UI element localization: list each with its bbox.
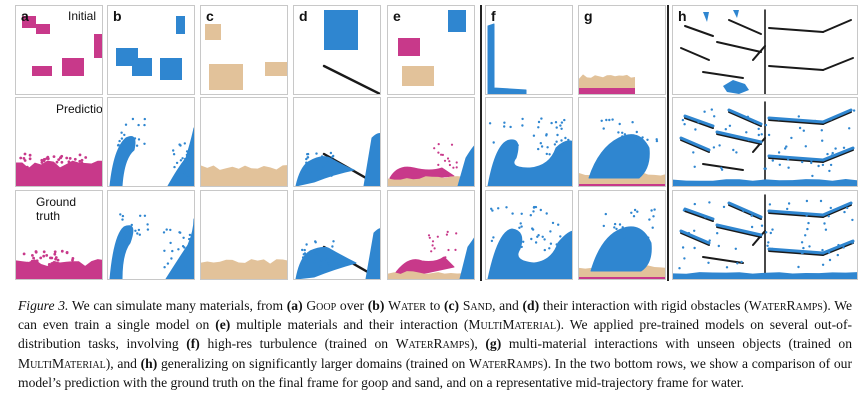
- panel-illustration: [295, 228, 380, 279]
- panel-illustration: [680, 9, 854, 94]
- panel-illustration: [109, 213, 194, 279]
- panel-illustration: [487, 23, 527, 94]
- panel-illustration: [579, 118, 665, 186]
- panel-illustration: [16, 152, 102, 186]
- panel-e-initial: e: [387, 5, 475, 95]
- panel-g-ground-truth: [578, 190, 666, 280]
- panel-illustration: [579, 74, 635, 94]
- panel-letter: b: [113, 8, 122, 24]
- panel-illustration: [487, 117, 572, 186]
- panel-illustration: [322, 10, 380, 94]
- panel-illustration: [388, 143, 474, 186]
- row-label-ground-truth: Ground truth: [36, 195, 77, 223]
- panel-f-prediction: [485, 97, 573, 187]
- water-label: Water: [388, 298, 426, 313]
- panel-d-ground-truth: [293, 190, 381, 280]
- panel-h-ground-truth: [672, 190, 858, 280]
- panel-a-prediction: Prediction: [15, 97, 103, 187]
- figure-caption: Figure 3. We can simulate many materials…: [18, 298, 853, 390]
- row-label-initial: Initial: [68, 9, 97, 23]
- panel-illustration: [673, 101, 857, 186]
- panel-illustration: [109, 117, 194, 186]
- panel-c-initial: c: [200, 5, 288, 95]
- panel-illustration: [398, 10, 466, 86]
- goop-label: Goop: [306, 298, 337, 313]
- waterramps-label: WaterRamps: [748, 298, 823, 313]
- panel-letter: f: [491, 8, 496, 24]
- panel-c-prediction: [200, 97, 288, 187]
- panel-b-initial: b: [107, 5, 195, 95]
- panel-h-prediction: [672, 97, 858, 187]
- panel-f-ground-truth: [485, 190, 573, 280]
- panel-illustration: [16, 249, 102, 279]
- multimaterial-label: MultiMaterial: [468, 317, 557, 333]
- panel-b-prediction: [107, 97, 195, 187]
- panel-illustration: [388, 230, 474, 279]
- panel-illustration: [579, 208, 665, 279]
- panel-illustration: [295, 133, 380, 186]
- panel-e-ground-truth: [387, 190, 475, 280]
- group-separator: [480, 5, 482, 281]
- panel-a-ground-truth: Ground truth: [15, 190, 103, 280]
- panel-a-initial: a Initial: [15, 5, 103, 95]
- panel-letter: d: [299, 8, 308, 24]
- panel-illustration: [205, 24, 287, 90]
- caption-lead: Figure 3.: [18, 298, 69, 313]
- panel-e-prediction: [387, 97, 475, 187]
- panel-d-prediction: [293, 97, 381, 187]
- panel-g-prediction: [578, 97, 666, 187]
- row-label-prediction: Prediction: [56, 102, 103, 116]
- panel-letter: c: [206, 8, 214, 24]
- panel-d-initial: d: [293, 5, 381, 95]
- panel-f-initial: f: [485, 5, 573, 95]
- panel-illustration: [201, 165, 287, 186]
- panel-illustration: [22, 16, 102, 76]
- panel-illustration: [116, 16, 185, 80]
- panel-illustration: [201, 259, 287, 279]
- panel-illustration: [487, 205, 572, 279]
- panel-g-initial: g: [578, 5, 666, 95]
- panel-c-ground-truth: [200, 190, 288, 280]
- panel-letter: g: [584, 8, 593, 24]
- panel-illustration: [673, 194, 857, 279]
- figure-3: a Initial b c d e f g hPredictionGround truth: [15, 5, 858, 281]
- panel-h-initial: h: [672, 5, 858, 95]
- panel-letter: a: [21, 8, 29, 24]
- sand-label: Sand: [462, 298, 493, 313]
- panel-letter: e: [393, 8, 401, 24]
- group-separator: [667, 5, 669, 281]
- panel-b-ground-truth: [107, 190, 195, 280]
- panel-letter: h: [678, 8, 687, 24]
